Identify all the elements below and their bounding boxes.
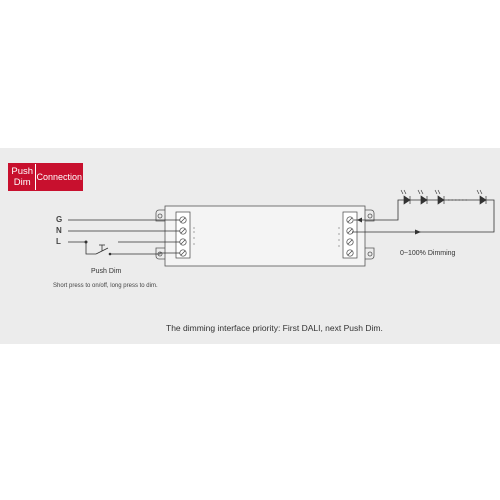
priority-note: The dimming interface priority: First DA…: [166, 323, 383, 333]
input-label-g: G: [56, 215, 63, 224]
terminal-marks: [193, 227, 340, 247]
led-string: [352, 199, 495, 233]
badge-line2: Dim: [13, 177, 31, 188]
badge-push-dim: Push Dim: [9, 164, 36, 190]
push-dim-connection-badge: Push Dim Connection: [8, 163, 83, 191]
push-button-switch: [95, 244, 112, 256]
input-label-n: N: [56, 226, 62, 235]
badge-line1: Push: [11, 166, 34, 177]
driver-box: [155, 205, 375, 267]
led-diodes: [403, 195, 487, 205]
badge-connection: Connection: [35, 164, 82, 190]
output-terminal-block: [342, 211, 358, 259]
push-dim-label: Push Dim: [91, 268, 122, 275]
led-light-rays: [400, 189, 483, 195]
dimming-range-label: 0~100% Dimming: [400, 250, 456, 257]
input-label-l: L: [56, 237, 61, 246]
arrow-icon: [357, 217, 421, 235]
input-wires: [68, 219, 180, 255]
input-terminal-block: [175, 211, 191, 259]
wire-junctions: [84, 240, 88, 244]
push-dim-note: Short press to on/off, long press to dim…: [53, 283, 158, 289]
